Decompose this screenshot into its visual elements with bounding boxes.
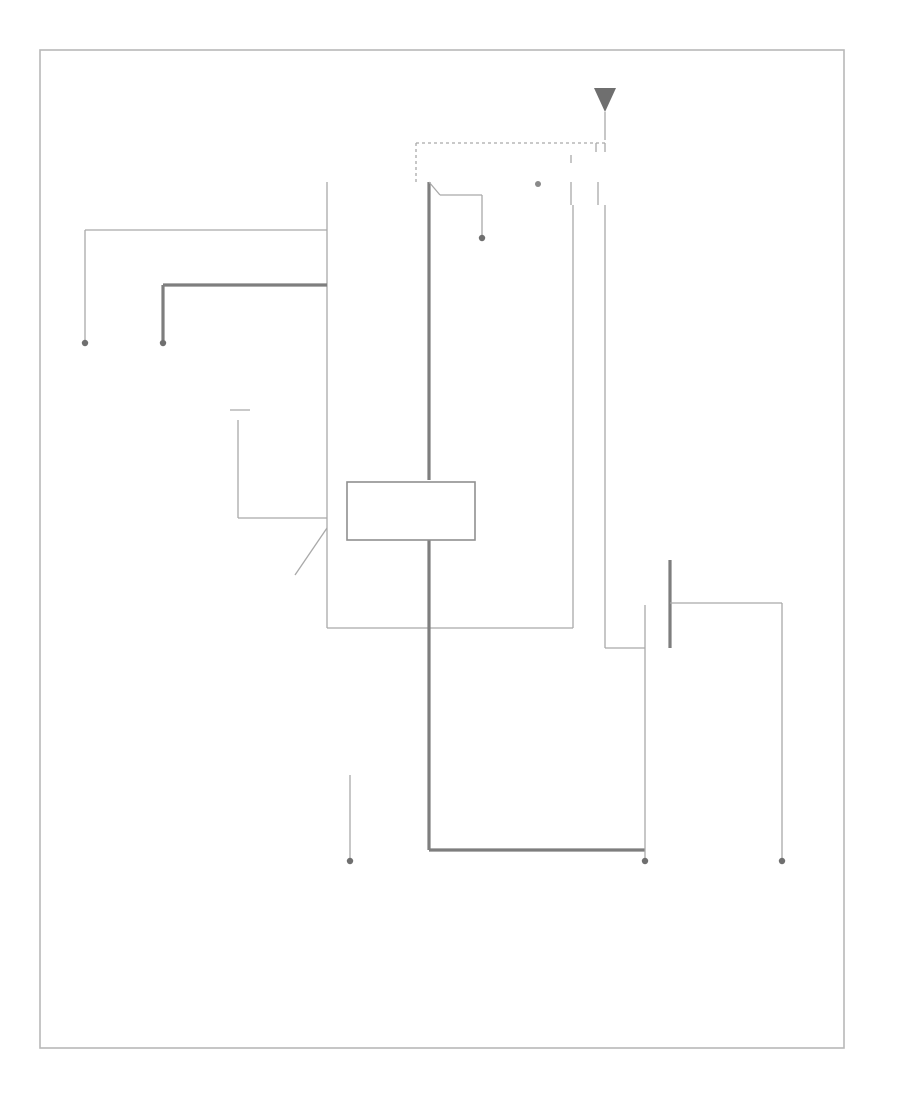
ground-dot-right (778, 857, 786, 865)
ground-dot-3 (478, 234, 486, 242)
right-output-wire (670, 602, 783, 858)
central-module-box (346, 481, 476, 541)
ground-dot-bottom-left (346, 857, 354, 865)
right-feed-wire (604, 205, 645, 649)
left-switch-wire (230, 409, 327, 519)
top-ground-symbol (594, 88, 616, 140)
diagram-frame (39, 49, 845, 1049)
center-bold-wire (427, 182, 645, 852)
ground-dot-center-bottom (641, 857, 649, 865)
left-branch-wire-2 (161, 283, 327, 340)
center-branch-wire (428, 181, 483, 235)
top-dashed-bus (415, 142, 606, 182)
splice-leader (294, 527, 328, 576)
splice-dot-top (535, 181, 541, 187)
left-branch-wire-1 (84, 229, 327, 340)
left-trunk-wire (326, 182, 574, 629)
ground-dot-1 (81, 339, 89, 347)
ground-dot-2 (159, 339, 167, 347)
